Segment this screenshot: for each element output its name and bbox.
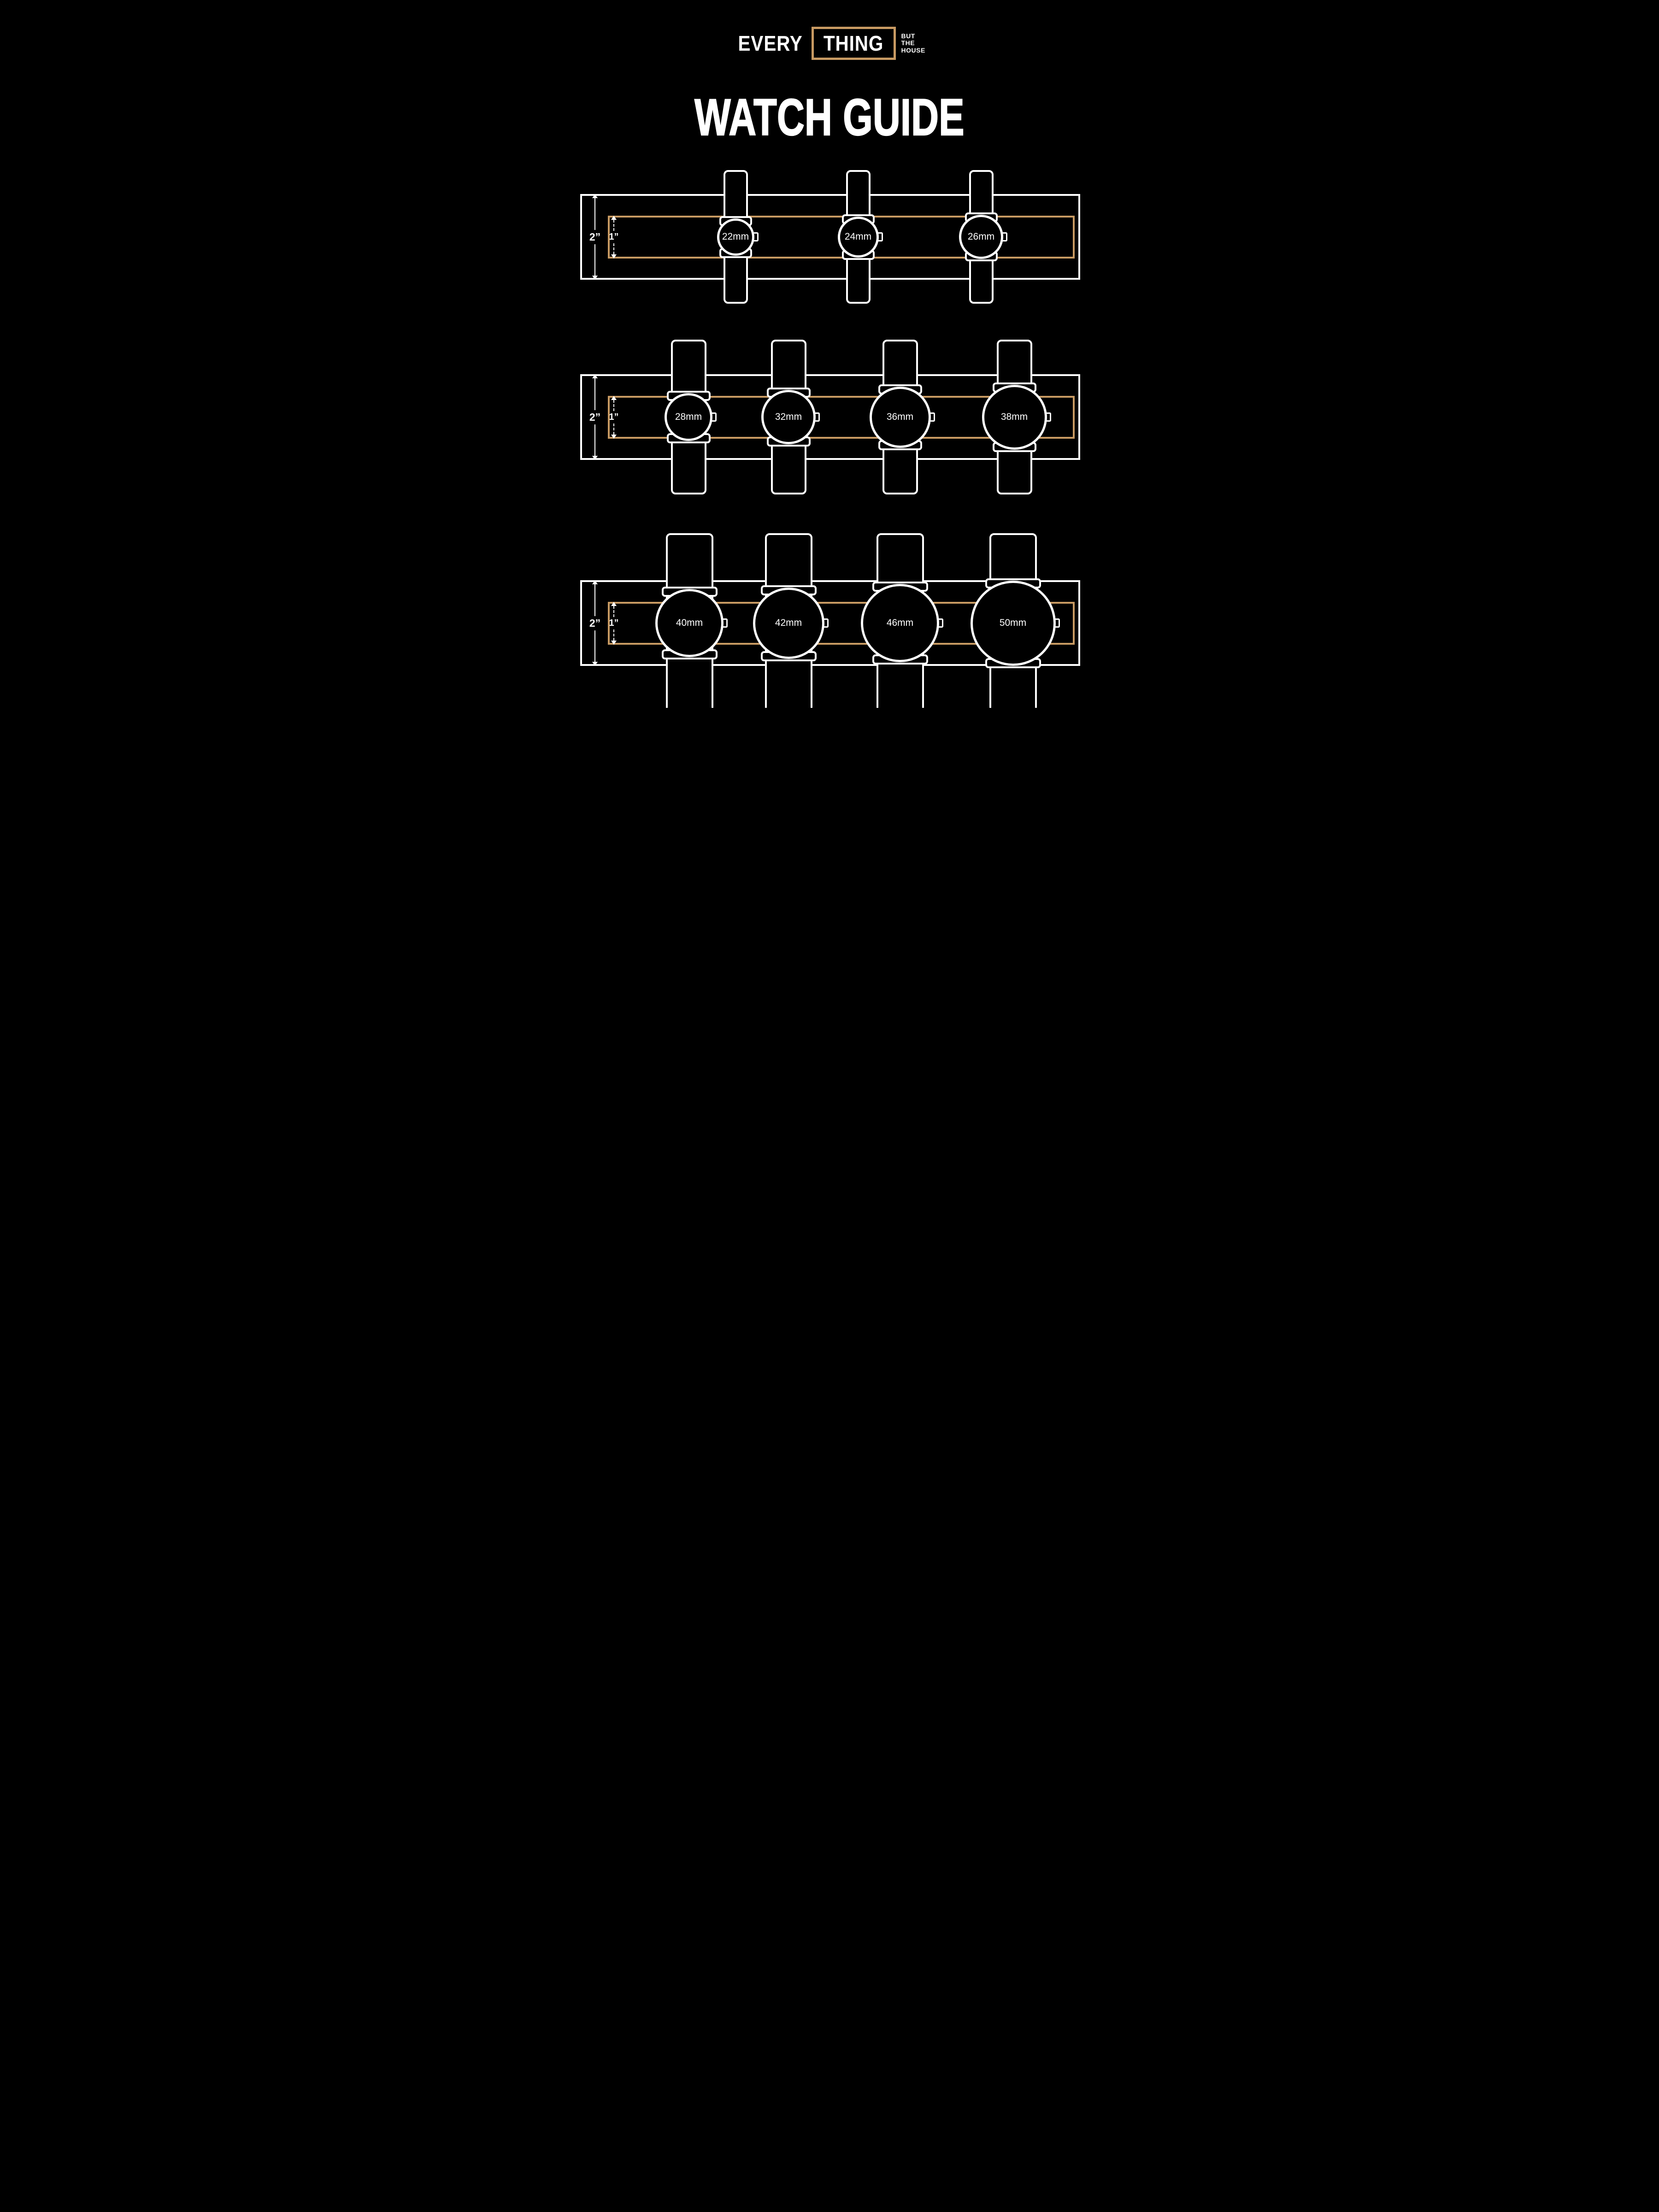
watch-case: 28mm [665, 393, 712, 441]
dim-line [613, 400, 614, 411]
dim-line [613, 243, 614, 254]
row2-band-1inch [608, 396, 1075, 439]
watch-size-label: 32mm [775, 412, 802, 422]
brand-tagline: BUT THE HOUSE [901, 32, 925, 54]
watch-size-label: 28mm [675, 412, 702, 422]
watch-case: 32mm [761, 390, 816, 444]
brand-logo: EVERY THING BUT THE HOUSE [564, 27, 1095, 60]
dim-label-1inch: 1” [609, 412, 619, 422]
row1-dim-2inch: 2” [587, 194, 603, 280]
watch-case: 26mm [959, 215, 1003, 259]
dim-line [594, 630, 595, 662]
row2-dim-2inch: 2” [587, 374, 603, 460]
dim-line [594, 244, 595, 276]
arrow-up-icon [611, 396, 617, 400]
row2-dim-1inch: 1” [606, 396, 622, 439]
dim-line [594, 378, 595, 410]
brand-tagline-line-3: HOUSE [901, 46, 925, 54]
arrow-up-icon [611, 602, 617, 606]
dim-label-1inch: 1” [609, 232, 619, 242]
dim-label-2inch: 2” [589, 411, 601, 423]
brand-word-every: EVERY [738, 31, 803, 55]
arrow-up-icon [592, 194, 598, 198]
watch-size-label: 36mm [886, 412, 914, 422]
watch-size-label: 26mm [967, 231, 995, 242]
watch-case: 24mm [837, 216, 879, 258]
dim-line [613, 629, 614, 641]
row2-band-2inch [580, 374, 1080, 460]
brand-tagline-line-1: BUT [901, 32, 915, 40]
row3-dim-2inch: 2” [587, 580, 603, 666]
dim-line [594, 584, 595, 616]
arrow-up-icon [592, 580, 598, 584]
arrow-down-icon [592, 456, 598, 460]
page-title: WATCH GUIDE [564, 88, 1095, 147]
dim-line [613, 220, 614, 231]
dim-line [613, 606, 614, 617]
row1-band-1inch [608, 216, 1075, 259]
dim-label-2inch: 2” [589, 617, 601, 629]
watch-case: 42mm [753, 587, 824, 659]
watch-guide-infographic: EVERY THING BUT THE HOUSE WATCH GUIDE 2”… [564, 0, 1095, 708]
arrow-down-icon [592, 662, 598, 666]
watch-case: 38mm [982, 384, 1047, 450]
arrow-down-icon [611, 254, 617, 259]
arrow-up-icon [592, 374, 598, 378]
watch-case: 50mm [970, 580, 1056, 666]
dim-label-1inch: 1” [609, 618, 619, 628]
watch-size-label: 22mm [722, 231, 749, 242]
watch-size-label: 46mm [886, 618, 914, 628]
arrow-down-icon [611, 641, 617, 645]
watch-size-label: 40mm [676, 618, 703, 628]
brand-word-thing: THING [824, 31, 884, 55]
watch-case: 46mm [861, 584, 939, 662]
brand-tagline-line-2: THE [901, 39, 915, 47]
watch-size-label: 24mm [844, 231, 872, 242]
arrow-up-icon [611, 216, 617, 220]
row1-band-2inch [580, 194, 1080, 280]
dim-line [613, 424, 614, 435]
row3-band-1inch [608, 602, 1075, 645]
brand-word-thing-box: THING [812, 27, 896, 60]
page-title-text: WATCH GUIDE [694, 88, 965, 147]
dim-label-2inch: 2” [589, 230, 601, 243]
dim-line [594, 424, 595, 456]
arrow-down-icon [611, 435, 617, 439]
row1-dim-1inch: 1” [606, 216, 622, 259]
watch-case: 40mm [655, 589, 724, 657]
watch-size-label: 50mm [999, 618, 1027, 628]
watch-case: 36mm [869, 386, 931, 448]
dim-line [594, 198, 595, 230]
watch-size-label: 38mm [1000, 412, 1028, 422]
row3-band-2inch [580, 580, 1080, 666]
arrow-down-icon [592, 276, 598, 280]
watch-size-label: 42mm [775, 618, 802, 628]
row3-dim-1inch: 1” [606, 602, 622, 645]
watch-case: 22mm [717, 218, 754, 256]
